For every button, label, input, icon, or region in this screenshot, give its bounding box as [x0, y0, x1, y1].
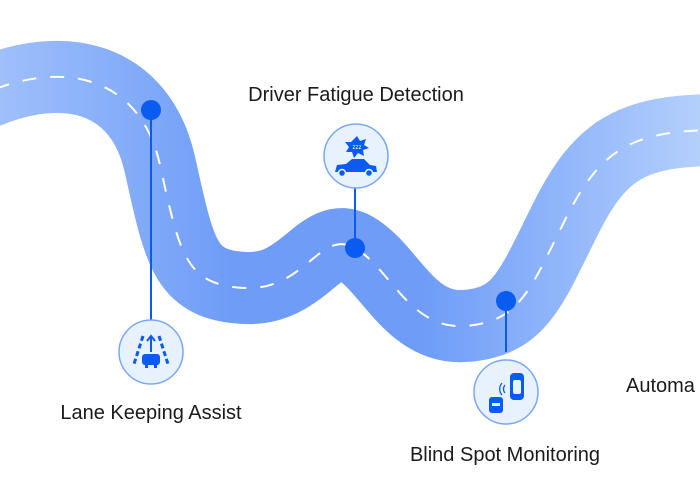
- svg-text:zzz: zzz: [353, 145, 362, 151]
- road: [0, 40, 700, 363]
- milestone-dot-blind[interactable]: [496, 291, 516, 311]
- milestone-dot-lane[interactable]: [141, 100, 161, 120]
- feature-label-driver-fatigue: Driver Fatigue Detection: [248, 84, 464, 106]
- lane-keeping-icon: [118, 319, 184, 385]
- feature-label-lane-keeping: Lane Keeping Assist: [60, 402, 242, 424]
- feature-label-automatic-truncated: Automa: [626, 375, 695, 397]
- blind-spot-icon: [473, 359, 539, 425]
- milestone-dot-fatigue[interactable]: [345, 238, 365, 258]
- drowsy-car-icon: zzz: [323, 123, 389, 189]
- road-center-dashes: [0, 75, 700, 328]
- feature-label-blind-spot: Blind Spot Monitoring: [409, 444, 601, 466]
